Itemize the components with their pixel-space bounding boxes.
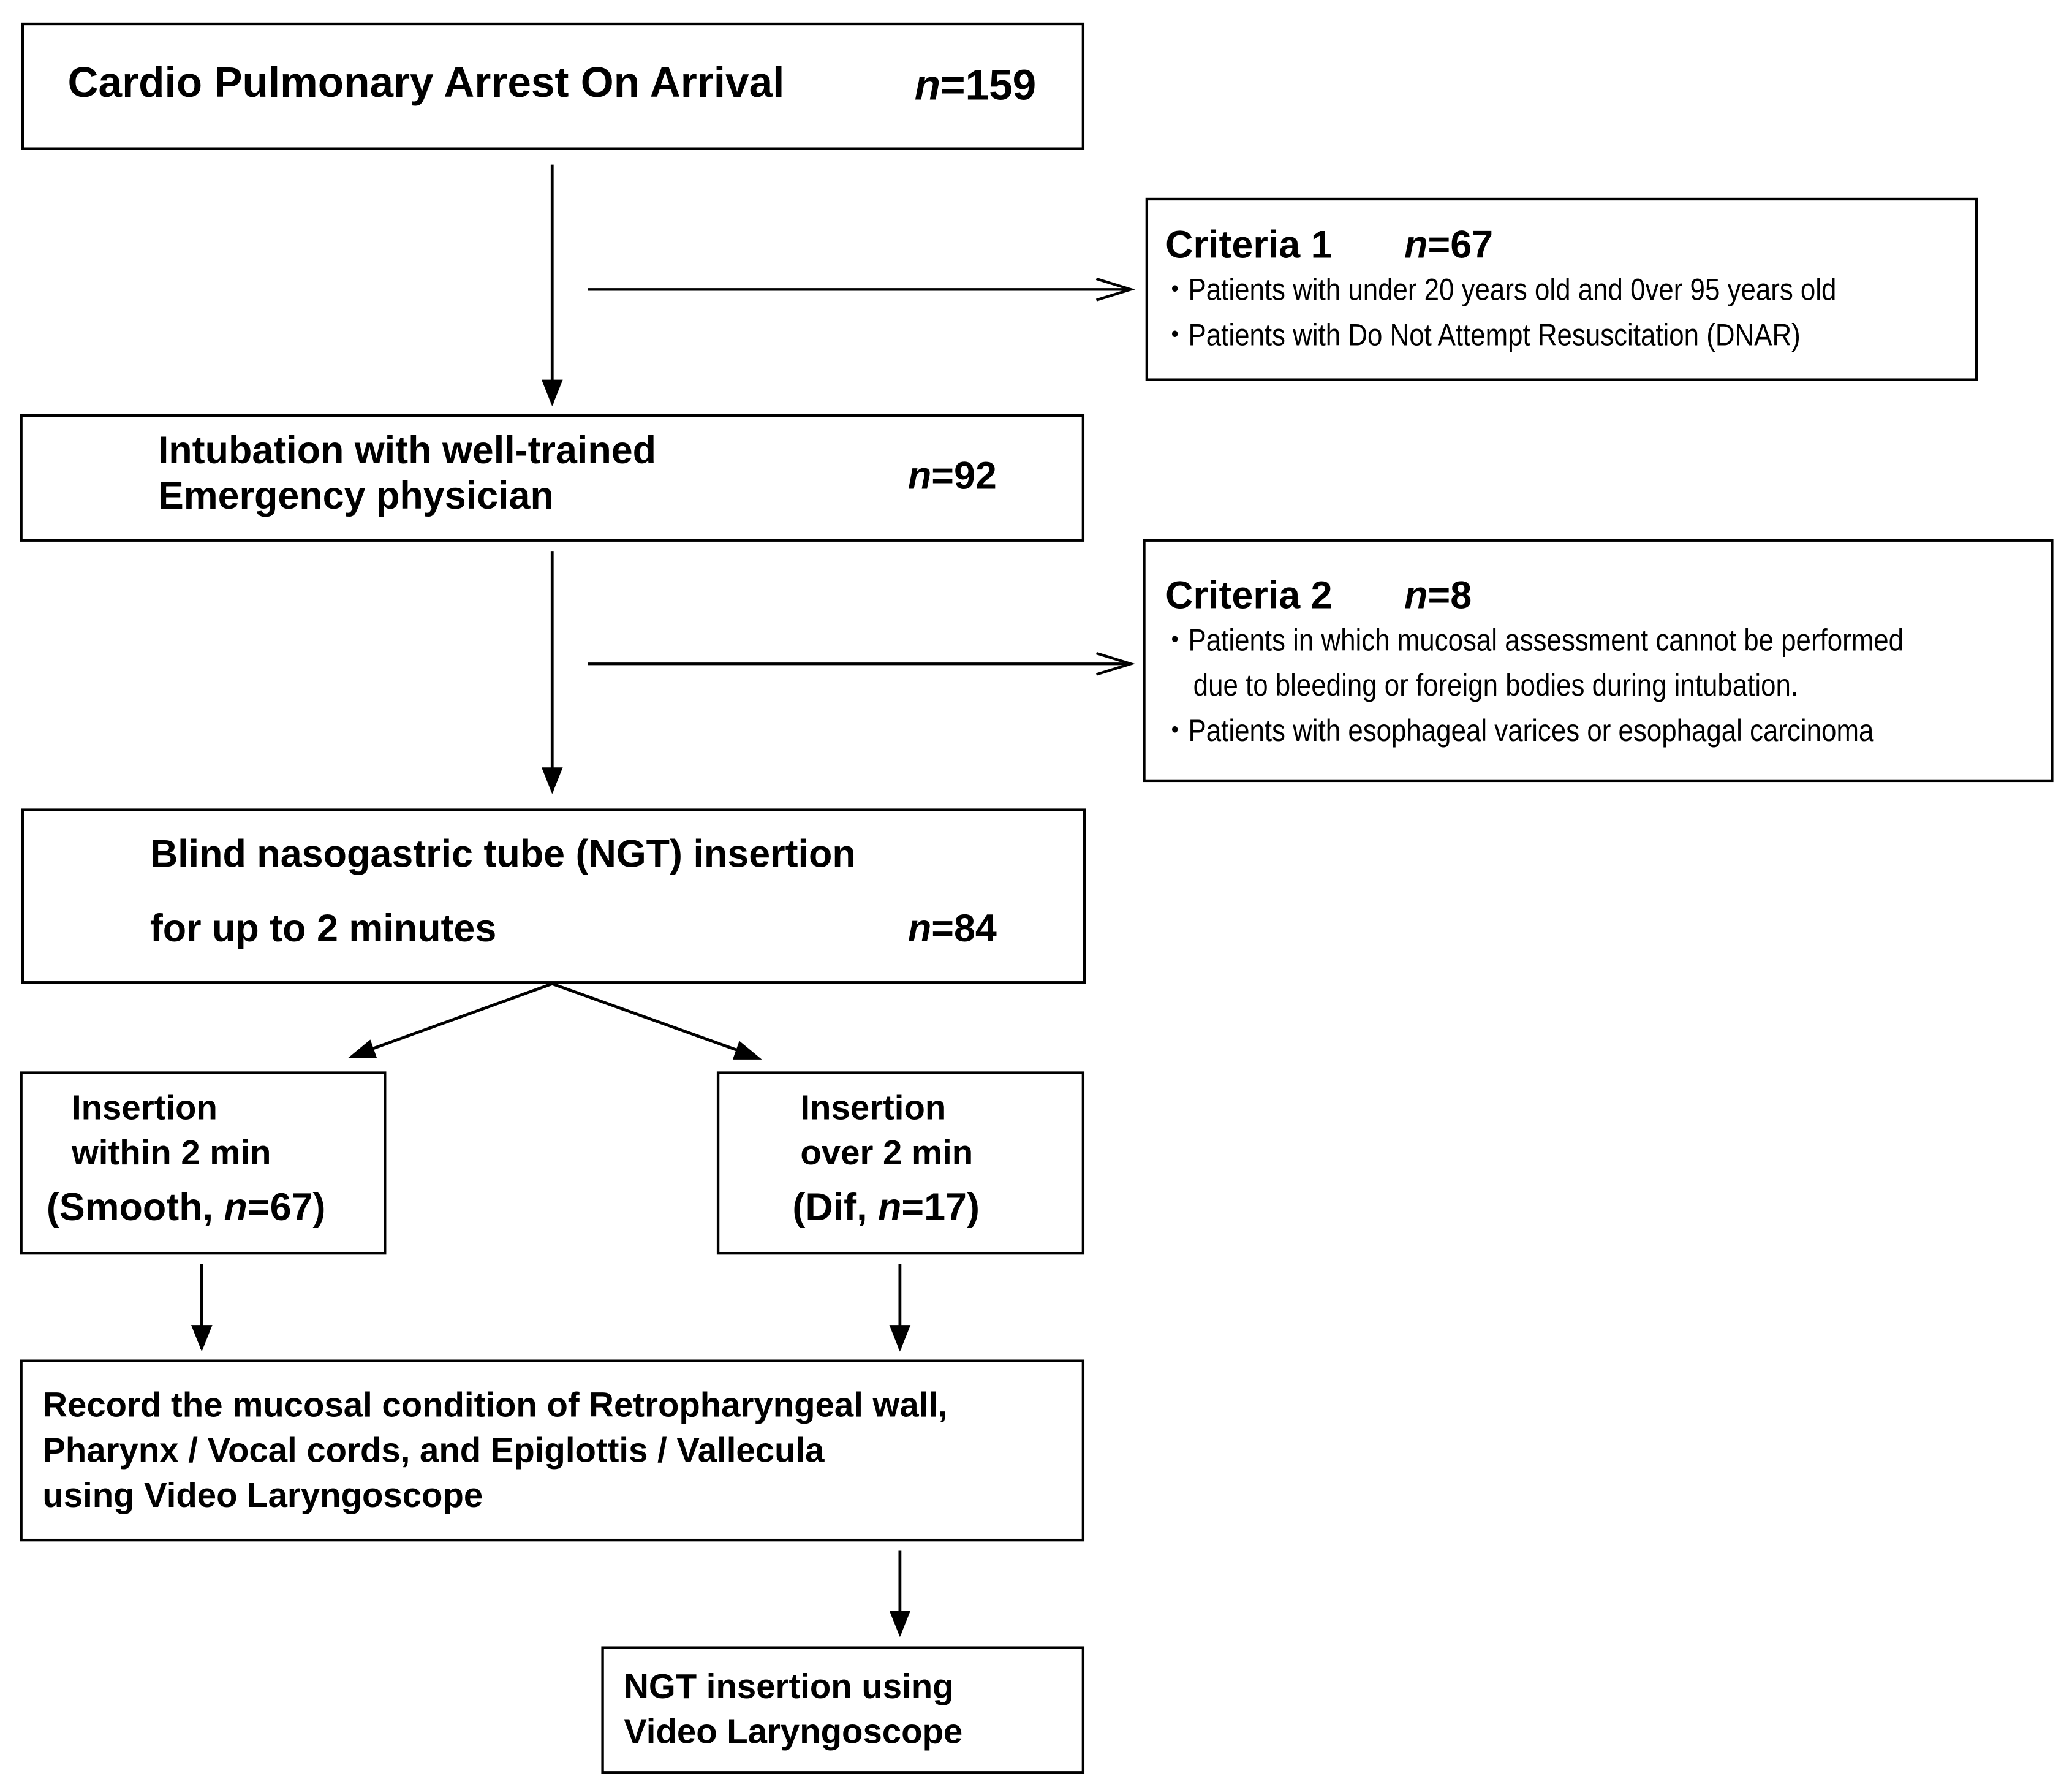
- dif-count: (Dif, n=17): [792, 1186, 980, 1230]
- criteria1-bullet: ・Patients with Do Not Attempt Resuscitat…: [1161, 317, 1801, 352]
- arrow-to-dif: [551, 982, 749, 1056]
- blind-line-2: for up to 2 minutes: [149, 908, 497, 951]
- record-line-3: using Video Laryngoscope: [42, 1474, 483, 1515]
- criteria2-bullet: ・Patients in which mucosal assessment ca…: [1161, 623, 1904, 658]
- arrow-to-smooth: [360, 982, 553, 1055]
- box-record-mucosal-condition: Record the mucosal condition of Retropha…: [20, 1359, 1085, 1542]
- intubation-count: n=92: [907, 455, 997, 498]
- smooth-line-1: Insertion: [71, 1087, 217, 1128]
- criteria1-title: Criteria 1: [1165, 224, 1333, 267]
- criteria1-bullet: ・Patients with under 20 years old and 0v…: [1161, 272, 1837, 307]
- box-criteria-1: Criteria 1 n=67 ・Patients with under 20 …: [1145, 197, 1978, 381]
- final-line-2: Video Laryngoscope: [624, 1711, 963, 1751]
- criteria2-bullet-continuation: due to bleeding or foreign bodies during…: [1193, 667, 1799, 703]
- smooth-count: (Smooth, n=67): [46, 1186, 326, 1230]
- blind-count: n=84: [907, 908, 997, 951]
- criteria2-count: n=8: [1404, 575, 1472, 618]
- record-line-2: Pharynx / Vocal cords, and Epiglottis / …: [42, 1430, 825, 1470]
- record-line-1: Record the mucosal condition of Retropha…: [42, 1384, 948, 1425]
- dif-line-2: over 2 min: [800, 1133, 974, 1173]
- box-blind-ngt-insertion: Blind nasogastric tube (NGT) insertion f…: [21, 808, 1086, 984]
- box-cpa-on-arrival: Cardio Pulmonary Arrest On Arrival n=159: [21, 22, 1085, 150]
- cpa-count: n=159: [914, 61, 1037, 109]
- box-insertion-over-2min: Insertion over 2 min (Dif, n=17): [716, 1071, 1085, 1255]
- smooth-line-2: within 2 min: [71, 1133, 271, 1173]
- box-intubation: Intubation with well-trained Emergency p…: [20, 414, 1085, 542]
- intubation-line-2: Emergency physician: [157, 475, 554, 518]
- final-line-1: NGT insertion using: [624, 1666, 954, 1706]
- criteria2-title: Criteria 2: [1165, 575, 1333, 618]
- box-criteria-2: Criteria 2 n=8 ・Patients in which mucosa…: [1143, 539, 2054, 783]
- criteria1-count: n=67: [1404, 224, 1494, 267]
- box-insertion-within-2min: Insertion within 2 min (Smooth, n=67): [20, 1071, 387, 1255]
- intubation-line-1: Intubation with well-trained: [157, 430, 657, 473]
- blind-line-1: Blind nasogastric tube (NGT) insertion: [149, 833, 856, 876]
- box-ngt-video-laryngoscope: NGT insertion using Video Laryngoscope: [601, 1646, 1085, 1774]
- criteria2-bullet: ・Patients with esophageal varices or eso…: [1161, 713, 1874, 748]
- cpa-title: Cardio Pulmonary Arrest On Arrival: [67, 58, 785, 107]
- dif-line-1: Insertion: [800, 1087, 947, 1128]
